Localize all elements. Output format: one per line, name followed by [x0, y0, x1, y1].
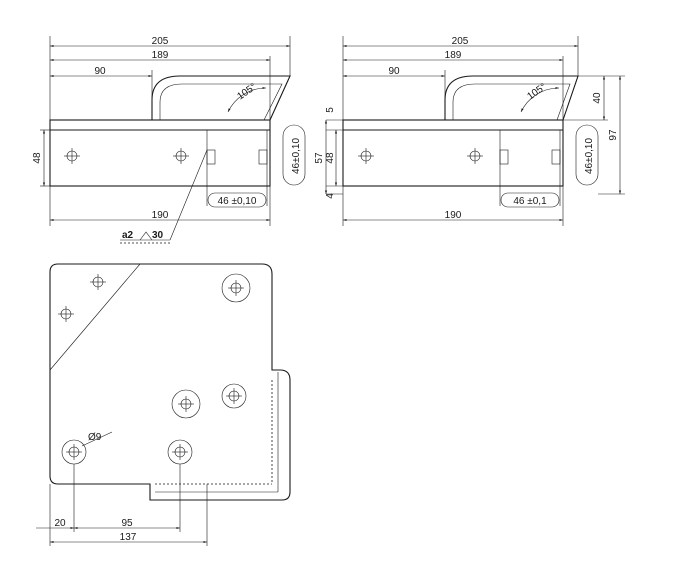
left-hole-2-icon	[172, 147, 190, 165]
right-slot-capsule	[575, 124, 599, 186]
right-dim-inner-height: 48	[325, 152, 336, 164]
weld-size: a2	[122, 230, 134, 241]
right-side-view: 46±0,10 205 189 90 105° 48 57 5 4 40 97	[314, 36, 625, 226]
plan-hole-4-icon	[171, 389, 201, 419]
right-dim-base: 190	[445, 210, 462, 221]
right-dim-total-height: 97	[608, 129, 619, 141]
right-dim-lip: 40	[592, 92, 603, 104]
plan-dim-overall: 137	[120, 532, 137, 543]
left-hole-1-icon	[63, 147, 81, 165]
right-box-section	[499, 129, 561, 187]
right-hole-1-icon	[357, 147, 375, 165]
right-dim-flange: 90	[388, 66, 400, 77]
left-slot-capsule	[282, 124, 306, 186]
weld-triangle-icon	[139, 231, 153, 241]
plan-hole-7-icon	[167, 439, 193, 465]
plan-hole-1-icon	[89, 273, 107, 291]
left-dim-total-width: 205	[152, 36, 169, 47]
right-dim-top-offset: 5	[325, 107, 336, 113]
left-angle: 105°	[235, 82, 258, 103]
right-dim-total-width: 205	[452, 36, 469, 47]
right-flange-profile	[444, 75, 579, 121]
left-dim-base: 190	[152, 210, 169, 221]
right-dim-outer-height: 57	[314, 152, 325, 164]
left-flange-profile	[151, 75, 291, 121]
right-hole-2-icon	[466, 147, 484, 165]
plan-hole-2-icon	[57, 305, 75, 323]
plan-chamfer	[49, 263, 141, 371]
plan-hole-5-icon	[221, 383, 247, 409]
left-dim-opening: 46 ±0,10	[218, 196, 257, 207]
left-side-view: 46±0,10 205 189 90 105° 48 46 ±0,10 190	[32, 36, 306, 244]
left-slot-right	[258, 149, 268, 165]
left-slot-left	[206, 149, 216, 165]
left-dim-slot: 46±0,10	[291, 138, 302, 175]
right-dim-opening: 46 ±0,1	[513, 196, 547, 207]
plan-dim-hole-spacing: 95	[121, 518, 133, 529]
left-box-section	[206, 129, 268, 187]
plan-dim-edge: 20	[54, 518, 66, 529]
left-dim-height: 48	[32, 152, 43, 164]
plan-hole-label: Ø9	[88, 432, 102, 443]
left-dim-flange: 90	[94, 66, 106, 77]
weld-leader	[169, 149, 208, 241]
plan-view: Ø9 20 95 137	[36, 263, 291, 546]
right-dim-top-width: 189	[445, 50, 462, 61]
plan-hole-3-icon	[221, 273, 251, 303]
plan-hole-6-icon	[61, 439, 87, 465]
right-angle: 105°	[525, 82, 548, 103]
plan-outline	[49, 263, 291, 501]
left-flange-inner	[159, 83, 283, 121]
right-dim-slot: 46±0,10	[584, 138, 595, 175]
right-dim-bottom-offset: 4	[325, 193, 336, 199]
left-dim-top-width: 189	[152, 50, 169, 61]
left-opening-box	[207, 192, 267, 208]
weld-length: 30	[152, 230, 164, 241]
